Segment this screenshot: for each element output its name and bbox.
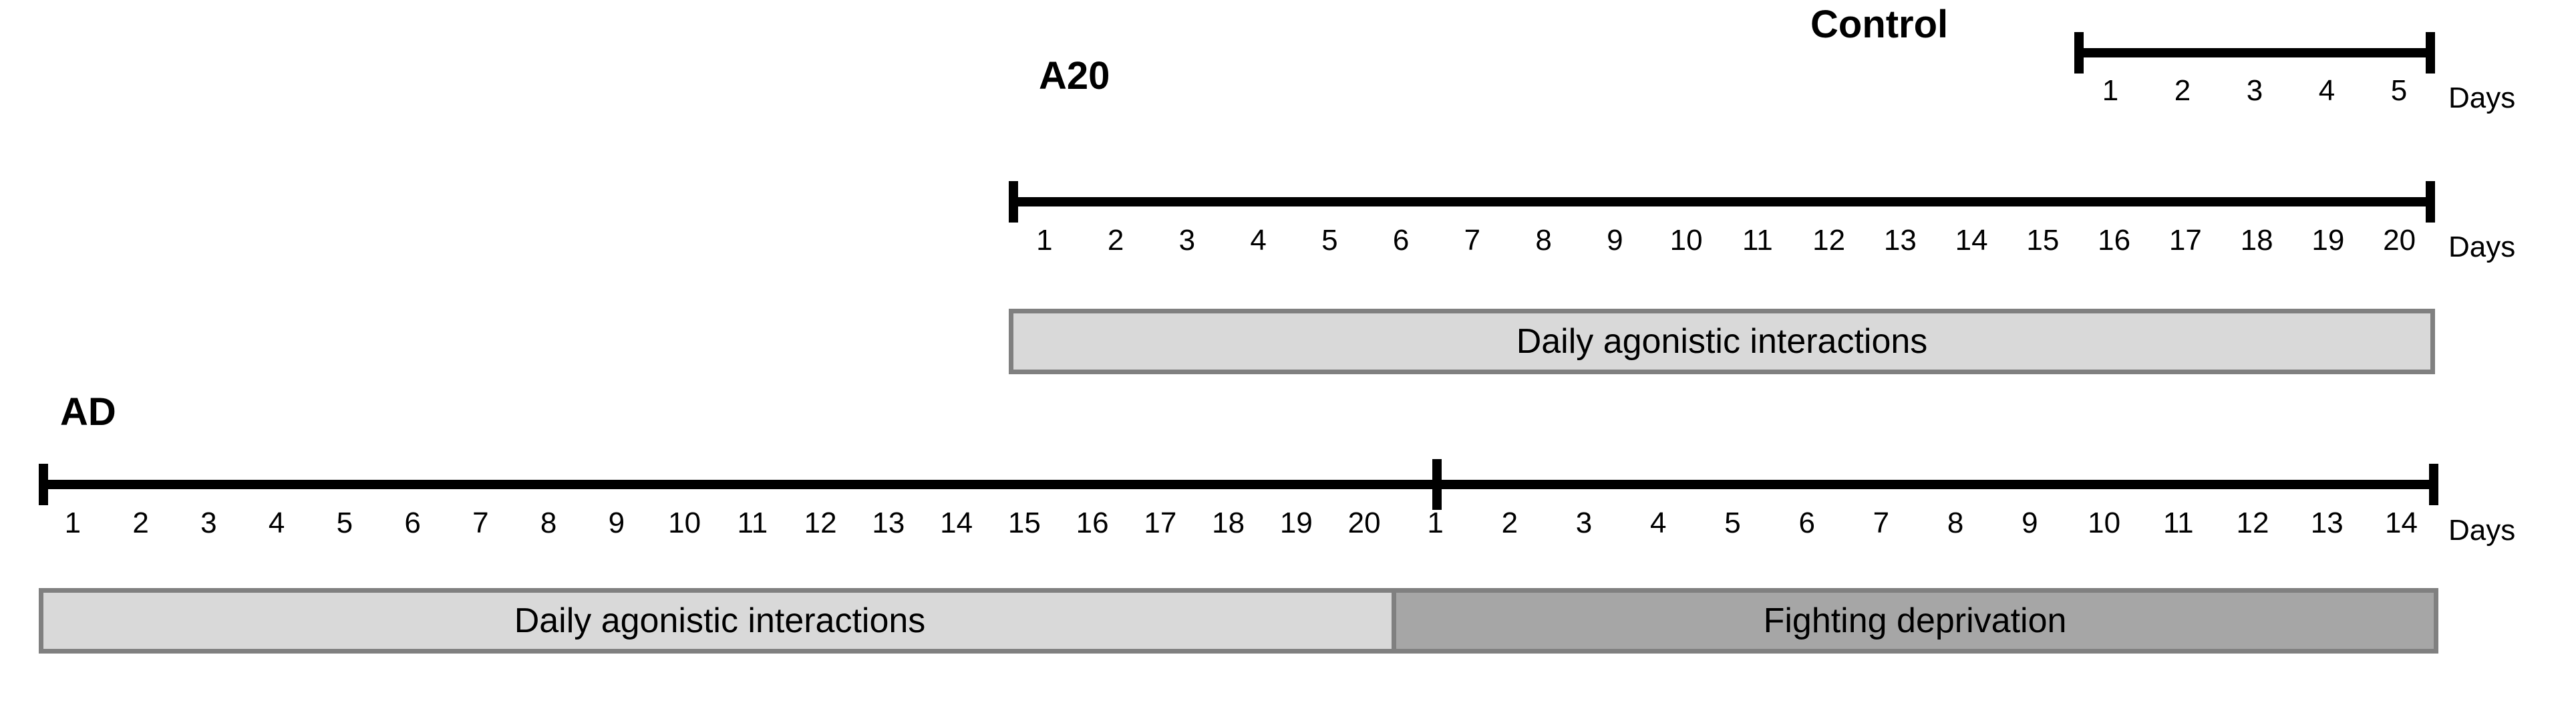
tick-label: 1 xyxy=(1427,507,1444,539)
tick-label: 18 xyxy=(2240,224,2273,257)
tick-label: 2 xyxy=(2174,74,2191,107)
axis-start-cap-ad xyxy=(39,464,48,505)
tick-label: 19 xyxy=(2311,224,2345,257)
tick-label: 11 xyxy=(737,507,768,539)
axis-end-cap-ad xyxy=(2429,464,2438,505)
tick-label: 15 xyxy=(1007,507,1041,539)
tick-label: 3 xyxy=(1575,507,1593,539)
tick-label: 5 xyxy=(1321,224,1338,257)
tick-label: 9 xyxy=(1607,224,1623,257)
tick-label: 6 xyxy=(404,507,421,539)
tick-labels-ad-phase2: 1 2 3 4 5 6 7 8 9 10 11 12 13 14 xyxy=(1398,505,2438,542)
phase-bar-ad-deprivation: Fighting deprivation xyxy=(1392,588,2438,654)
tick-label: 3 xyxy=(2246,74,2263,107)
tick-label: 17 xyxy=(2168,224,2202,257)
group-title-a20: A20 xyxy=(1039,54,1110,98)
tick-label: 17 xyxy=(1144,507,1177,539)
tick-label: 12 xyxy=(2236,507,2269,539)
tick-label: 13 xyxy=(2310,507,2344,539)
tick-label: 5 xyxy=(336,507,353,539)
timeline-axis-ad xyxy=(39,459,2438,510)
tick-label: 16 xyxy=(2098,224,2131,257)
tick-label: 10 xyxy=(668,507,701,539)
tick-label: 20 xyxy=(1347,507,1381,539)
days-unit-label-control: Days xyxy=(2448,82,2516,114)
tick-label: 19 xyxy=(1279,507,1313,539)
tick-label: 9 xyxy=(608,507,625,539)
tick-label: 10 xyxy=(1669,224,1703,257)
tick-labels-control: 1 2 3 4 5 xyxy=(2074,72,2435,110)
tick-label: 9 xyxy=(2022,507,2038,539)
tick-label: 3 xyxy=(200,507,217,539)
tick-label: 6 xyxy=(1392,224,1410,257)
axis-end-cap-a20 xyxy=(2426,181,2435,223)
tick-label: 11 xyxy=(1742,224,1773,257)
tick-label: 11 xyxy=(2162,507,2194,539)
tick-label: 8 xyxy=(1535,224,1552,257)
axis-end-cap-control xyxy=(2426,32,2435,74)
tick-label: 7 xyxy=(1464,224,1481,257)
tick-label: 4 xyxy=(1250,224,1267,257)
tick-label: 6 xyxy=(1798,507,1815,539)
tick-label: 2 xyxy=(132,507,149,539)
group-title-ad: AD xyxy=(60,390,116,434)
tick-label: 13 xyxy=(1883,224,1917,257)
tick-label: 7 xyxy=(1873,507,1890,539)
axis-mid-cap-ad xyxy=(1432,459,1442,510)
tick-label: 13 xyxy=(872,507,905,539)
tick-label: 2 xyxy=(1107,224,1124,257)
tick-label: 14 xyxy=(2384,507,2418,539)
tick-label: 15 xyxy=(2026,224,2060,257)
tick-label: 1 xyxy=(2102,74,2119,107)
phase-bar-label: Fighting deprivation xyxy=(1763,601,2067,640)
tick-label: 8 xyxy=(540,507,557,539)
tick-label: 14 xyxy=(940,507,973,539)
axis-start-cap-a20 xyxy=(1009,181,1018,223)
tick-label: 7 xyxy=(472,507,489,539)
group-title-control: Control xyxy=(1810,3,1949,46)
tick-labels-ad-phase1: 1 2 3 4 5 6 7 8 9 10 11 12 13 14 15 16 1… xyxy=(39,505,1398,542)
tick-label: 10 xyxy=(2088,507,2121,539)
days-unit-label-ad: Days xyxy=(2448,514,2516,547)
tick-label: 2 xyxy=(1501,507,1518,539)
tick-label: 16 xyxy=(1076,507,1109,539)
tick-label: 12 xyxy=(804,507,837,539)
tick-label: 4 xyxy=(1650,507,1667,539)
timeline-axis-control xyxy=(2074,32,2435,74)
axis-start-cap-control xyxy=(2074,32,2084,74)
tick-label: 14 xyxy=(1955,224,1988,257)
tick-label: 20 xyxy=(2383,224,2416,257)
tick-label: 5 xyxy=(2390,74,2408,107)
phase-bar-ad-agonistic: Daily agonistic interactions xyxy=(39,588,1396,654)
tick-label: 5 xyxy=(1724,507,1741,539)
tick-label: 4 xyxy=(2318,74,2336,107)
phase-bar-label: Daily agonistic interactions xyxy=(514,601,926,640)
tick-label: 8 xyxy=(1947,507,1964,539)
phase-bar-label: Daily agonistic interactions xyxy=(1516,322,1928,361)
days-unit-label-a20: Days xyxy=(2448,231,2516,263)
tick-label: 4 xyxy=(268,507,285,539)
tick-label: 12 xyxy=(1812,224,1846,257)
tick-label: 1 xyxy=(64,507,82,539)
tick-label: 1 xyxy=(1036,224,1053,257)
timeline-axis-a20 xyxy=(1009,181,2435,223)
tick-labels-a20: 1 2 3 4 5 6 7 8 9 10 11 12 13 14 15 16 1… xyxy=(1009,222,2435,259)
tick-label: 18 xyxy=(1212,507,1245,539)
tick-label: 3 xyxy=(1178,224,1196,257)
phase-bar-a20-agonistic: Daily agonistic interactions xyxy=(1009,309,2435,374)
